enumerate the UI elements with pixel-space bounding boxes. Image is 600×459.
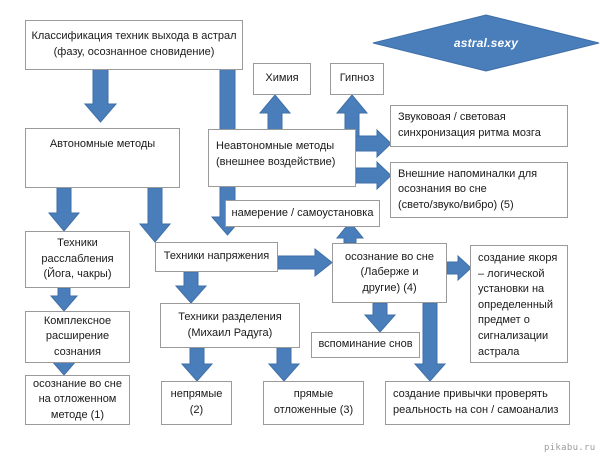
arrow-root-to-auto <box>83 67 118 123</box>
node-relax[interactable]: Техники расслабления (Йога, чакры) <box>25 231 130 288</box>
pikabu-watermark: pikabu.ru <box>544 443 596 453</box>
node-habit[interactable]: создание привычки проверять реальность н… <box>385 381 570 425</box>
node-recall[interactable]: вспоминание снов <box>311 332 420 358</box>
node-complex-line-1: расширение <box>45 330 110 343</box>
node-nonauto[interactable]: Неавтономные методы (внешнее воздействие… <box>208 129 356 187</box>
node-separation-line-0: Техники разделения <box>178 310 282 323</box>
node-root-line-0: Классификация техник выхода в астрал <box>31 30 237 43</box>
node-direct-line-0: прямые <box>293 388 334 401</box>
node-chem-line-0: Химия <box>265 72 299 85</box>
node-indirect-line-1: (2) <box>189 404 204 416</box>
node-recall-line-0: вспоминание снов <box>318 338 413 351</box>
node-awareness-line-0: осознание во сне <box>345 250 434 263</box>
node-remind-line-0: Внешние напоминалки для <box>398 167 538 180</box>
node-relax-line-0: Техники <box>57 237 98 250</box>
arrow-auto-to-tension <box>138 187 172 243</box>
node-deferred-line-1: на отложенном <box>38 393 117 406</box>
arrow-awareness-to-recall <box>363 302 397 333</box>
arrow-relax-to-complex <box>49 287 79 312</box>
node-anchor-line-5: сигнализации <box>478 330 549 343</box>
node-anchor-line-1: – логической <box>478 267 545 280</box>
node-indirect[interactable]: непрямые (2) <box>161 381 232 425</box>
node-direct-line-1: отложенные (3) <box>273 404 354 416</box>
astral-sexy-banner: astral.sexy <box>372 14 600 72</box>
node-separation[interactable]: Техники разделения (Михаил Радуга) <box>160 303 300 348</box>
arrow-separation-to-direct <box>267 347 301 382</box>
node-anchor[interactable]: создание якоря – логической установки на… <box>470 245 568 363</box>
node-deferred-line-0: осознание во сне <box>33 377 122 390</box>
node-nonauto-line-1: (внешнее воздействие) <box>216 155 336 168</box>
node-tension[interactable]: Техники напряжения <box>155 242 278 272</box>
arrow-auto-to-relax <box>47 187 81 232</box>
node-remind-line-1: осознания во сне <box>398 183 487 196</box>
arrow-nonauto-to-sound <box>355 128 392 159</box>
node-chem[interactable]: Химия <box>253 63 311 95</box>
arrow-awareness-to-anchor <box>446 254 472 282</box>
node-hypno[interactable]: Гипноз <box>330 63 384 95</box>
node-habit-line-1: реальность на сон / самоанализ <box>393 404 559 416</box>
node-complex[interactable]: Комплексное расширение сознания <box>25 311 130 363</box>
node-hypno-line-0: Гипноз <box>339 72 375 85</box>
node-sound-line-1: синхронизация ритма мозга <box>398 127 541 139</box>
arrow-awareness-to-habit <box>413 302 447 382</box>
node-anchor-line-3: определенный <box>478 298 553 311</box>
node-habit-line-0: создание привычки проверять <box>393 388 548 401</box>
node-remind[interactable]: Внешние напоминалки для осознания во сне… <box>390 162 568 218</box>
arrow-tension-to-separation <box>174 271 208 304</box>
node-awareness[interactable]: осознание во сне (Лаберже и другие) (4) <box>332 243 447 303</box>
node-deferred[interactable]: осознание во сне на отложенном методе (1… <box>25 375 130 425</box>
node-intent-line-0: намерение / самоустановка <box>231 206 374 219</box>
node-anchor-line-6: астрала <box>478 345 520 358</box>
node-anchor-line-2: установки на <box>478 283 545 296</box>
node-remind-line-2: (свето/звуко/вибро) (5) <box>398 198 514 211</box>
arrow-separation-to-indirect <box>180 347 214 382</box>
arrow-tension-to-awareness <box>277 247 333 278</box>
node-sound[interactable]: Звуковоая / световая синхронизация ритма… <box>390 105 568 147</box>
node-nonauto-line-0: Неавтономные методы <box>216 140 335 152</box>
node-complex-line-0: Комплексное <box>43 314 112 327</box>
diamond-shape-icon <box>372 14 600 72</box>
node-relax-line-1: расслабления <box>41 252 114 265</box>
node-relax-line-2: (Йога, чакры) <box>43 268 112 281</box>
node-awareness-line-2: другие) (4) <box>362 281 417 294</box>
node-anchor-line-4: предмет о <box>478 314 530 327</box>
node-root[interactable]: Классификация техник выхода в астрал (фа… <box>25 20 243 70</box>
node-awareness-line-1: (Лаберже и <box>360 266 419 279</box>
node-auto[interactable]: Автономные методы <box>25 128 180 188</box>
node-separation-line-1: (Михаил Радуга) <box>187 326 273 339</box>
node-root-line-1: (фазу, осознанное сновидение) <box>53 46 215 58</box>
node-tension-line-0: Техники напряжения <box>163 250 270 263</box>
node-deferred-line-2: методе (1) <box>50 408 105 421</box>
node-complex-line-2: сознания <box>53 345 102 358</box>
node-intent[interactable]: намерение / самоустановка <box>225 200 380 227</box>
node-sound-line-0: Звуковоая / световая <box>398 111 506 124</box>
node-anchor-line-0: создание якоря <box>478 252 558 264</box>
arrow-nonauto-to-remind <box>355 160 392 191</box>
node-direct[interactable]: прямые отложенные (3) <box>263 381 364 425</box>
node-indirect-line-0: непрямые <box>170 388 223 401</box>
node-auto-line-0: Автономные методы <box>49 138 156 150</box>
